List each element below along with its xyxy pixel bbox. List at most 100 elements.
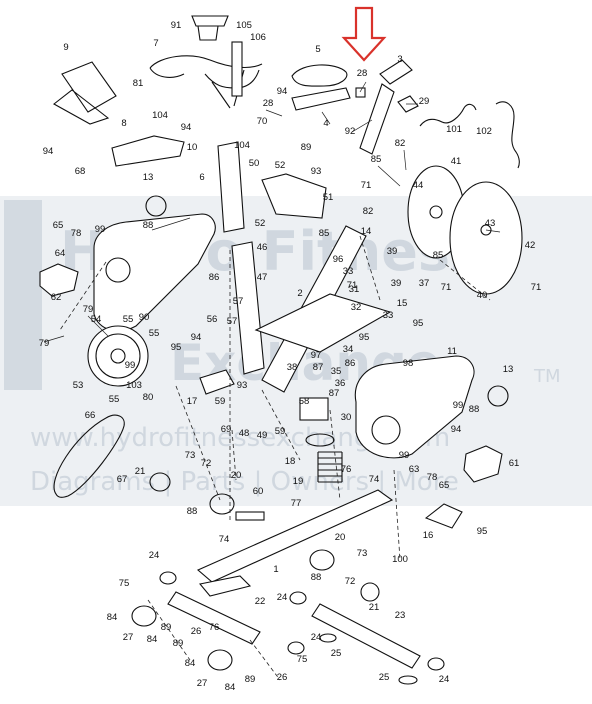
part-number-label: 34 xyxy=(343,344,354,355)
part-number-label: 25 xyxy=(331,648,342,659)
leveler-foot-part-2 xyxy=(207,649,233,671)
part-number-label: 93 xyxy=(237,380,248,391)
part-number-label: 55 xyxy=(149,328,160,339)
part-number-label: 88 xyxy=(469,404,480,415)
part-number-label: 41 xyxy=(451,156,462,167)
part-number-label: 89 xyxy=(173,638,184,649)
part-number-label: 19 xyxy=(293,476,304,487)
part-number-label: 94 xyxy=(43,146,54,157)
highlighted-part-28 xyxy=(355,87,366,98)
part-number-label: 95 xyxy=(477,526,488,537)
part-number-label: 6 xyxy=(199,172,204,183)
part-number-label: 64 xyxy=(55,248,66,259)
part-number-label: 10 xyxy=(187,142,198,153)
part-number-label: 98 xyxy=(403,358,414,369)
part-number-label: 33 xyxy=(383,310,394,321)
part-number-label: 60 xyxy=(253,486,264,497)
part-number-label: 84 xyxy=(107,612,118,623)
part-number-label: 3 xyxy=(397,54,402,65)
part-number-label: 72 xyxy=(345,576,356,587)
part-number-label: 65 xyxy=(53,220,64,231)
magnet-ring-part xyxy=(487,385,509,407)
part-number-label: 105 xyxy=(236,20,252,31)
part-number-label: 94 xyxy=(191,332,202,343)
ring-part xyxy=(305,433,335,447)
seat-post-part xyxy=(359,59,413,155)
part-number-label: 56 xyxy=(207,314,218,325)
part-number-label: 100 xyxy=(392,554,408,565)
seat-part xyxy=(291,64,348,87)
part-number-label: 16 xyxy=(423,530,434,541)
base-disc-part xyxy=(209,493,235,515)
part-number-label: 80 xyxy=(143,392,154,403)
front-stabilizer-part xyxy=(167,591,261,645)
part-number-label: 52 xyxy=(255,218,266,229)
part-number-label: 94 xyxy=(451,424,462,435)
resistance-disc-hub xyxy=(480,224,492,236)
part-number-label: 50 xyxy=(249,158,260,169)
part-number-label: 22 xyxy=(255,596,266,607)
part-number-label: 89 xyxy=(161,622,172,633)
part-number-label: 95 xyxy=(413,318,424,329)
part-number-label: 61 xyxy=(509,458,520,469)
part-number-label: 69 xyxy=(221,424,232,435)
part-number-label: 20 xyxy=(231,470,242,481)
part-number-label: 78 xyxy=(427,472,438,483)
part-number-label: 97 xyxy=(311,350,322,361)
part-number-label: 25 xyxy=(379,672,390,683)
part-number-label: 76 xyxy=(209,622,220,633)
part-number-label: 74 xyxy=(219,534,230,545)
part-number-label: 21 xyxy=(369,602,380,613)
part-number-label: 27 xyxy=(123,632,134,643)
part-number-label: 42 xyxy=(525,240,536,251)
end-cap-part xyxy=(159,571,177,585)
part-number-label: 24 xyxy=(439,674,450,685)
part-number-label: 24 xyxy=(149,550,160,561)
part-number-label: 93 xyxy=(311,166,322,177)
part-number-label: 91 xyxy=(171,20,182,31)
part-number-label: 27 xyxy=(197,678,208,689)
part-number-label: 72 xyxy=(201,458,212,469)
part-number-label: 9 xyxy=(63,42,68,53)
part-number-label: 33 xyxy=(343,266,354,277)
part-number-label: 87 xyxy=(329,388,340,399)
upright-lower-part xyxy=(231,241,265,375)
frame-cross-part xyxy=(254,293,392,353)
crank-part xyxy=(199,369,235,395)
part-number-label: 99 xyxy=(453,400,464,411)
watermark-tagline: Diagrams | Parts | Owners | More xyxy=(30,467,459,497)
part-number-label: 26 xyxy=(277,672,288,683)
part-number-label: 81 xyxy=(133,78,144,89)
end-cap-part-4 xyxy=(427,657,445,671)
part-number-label: 13 xyxy=(143,172,154,183)
part-number-label: 68 xyxy=(75,166,86,177)
part-number-label: 101 xyxy=(446,124,462,135)
part-number-label: 71 xyxy=(361,180,372,191)
part-number-label: 94 xyxy=(277,86,288,97)
dash-leaders xyxy=(59,235,491,681)
part-number-label: 48 xyxy=(239,428,250,439)
part-number-label: 37 xyxy=(419,278,430,289)
watermark-tm: TM xyxy=(533,366,561,387)
part-number-label: 14 xyxy=(361,226,372,237)
part-number-label: 86 xyxy=(345,358,356,369)
part-number-label: 8 xyxy=(121,118,126,129)
belt-part xyxy=(53,414,125,498)
part-number-label: 78 xyxy=(71,228,82,239)
part-number-label: 73 xyxy=(185,450,196,461)
part-number-label: 63 xyxy=(409,464,420,475)
part-number-label: 82 xyxy=(395,138,406,149)
part-number-label: 67 xyxy=(117,474,128,485)
part-number-label: 99 xyxy=(125,360,136,371)
end-cap-part-3 xyxy=(287,641,305,655)
base-disc-part-2 xyxy=(309,549,335,571)
spring-part xyxy=(317,451,343,483)
part-number-label: 57 xyxy=(227,316,238,327)
part-number-label: 71 xyxy=(531,282,542,293)
part-number-label: 18 xyxy=(285,456,296,467)
part-number-label: 92 xyxy=(345,126,356,137)
part-number-label: 49 xyxy=(257,430,268,441)
console-part xyxy=(53,61,117,125)
pivot-part xyxy=(235,511,265,521)
part-number-label: 88 xyxy=(187,506,198,517)
